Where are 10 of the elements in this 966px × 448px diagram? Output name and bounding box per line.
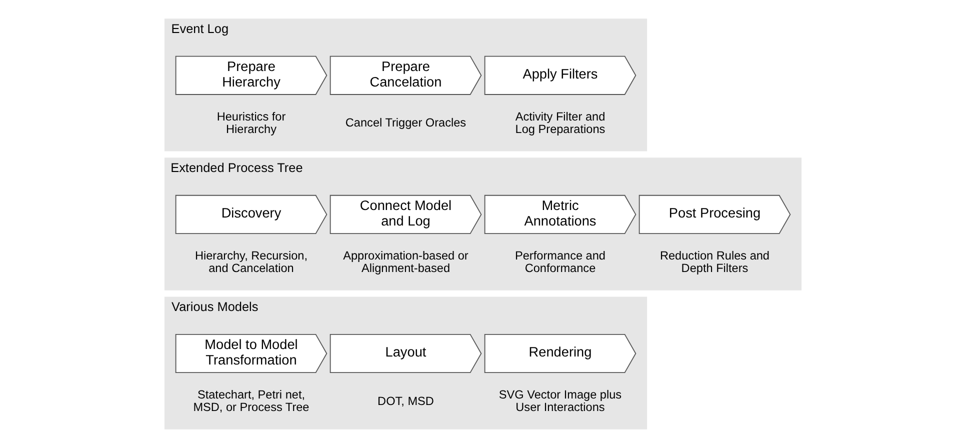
node-label: Statechart, Petri net, MSD, or Process Tree: [193, 387, 310, 414]
node-label: Heuristics for Hierarchy: [216, 109, 286, 136]
node-label: Reduction Rules and Depth Filters: [660, 248, 770, 276]
node-label: Hierarchy, Recursion, and Cancelation: [194, 248, 308, 276]
node-label: Cancel Trigger Oracles: [345, 116, 466, 130]
node-label: Approximation-based or Alignment-based: [343, 248, 468, 276]
node-label: Performance and Conformance: [515, 248, 606, 276]
node-label: DOT, MSD: [378, 394, 434, 408]
node-label: SVG Vector Image plus User Interactions: [498, 387, 622, 414]
node-label: Activity Filter and Log Preparations: [515, 109, 606, 136]
